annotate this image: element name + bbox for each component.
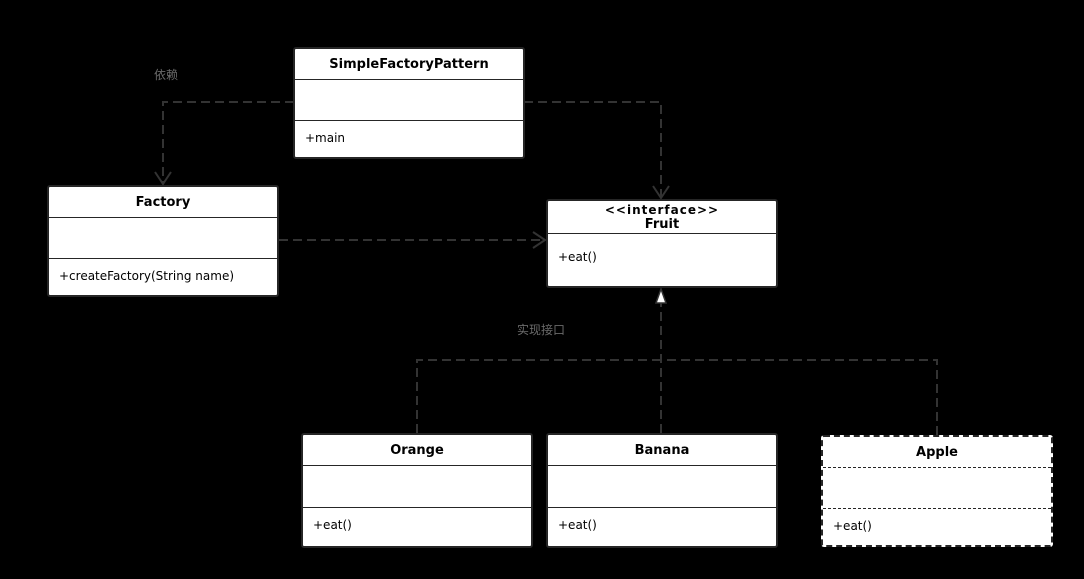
dependency-line-to-fruit <box>524 101 662 198</box>
interface-stereotype: <<interface>> <box>604 202 720 217</box>
class-simple-factory-pattern[interactable]: SimpleFactoryPattern +main <box>293 47 525 159</box>
dependency-label: 依赖 <box>154 68 179 82</box>
dependency-arrowhead-factory <box>154 171 172 186</box>
interface-name: Fruit <box>644 216 680 232</box>
class-attributes-section <box>295 80 523 121</box>
class-name: Orange <box>390 442 444 458</box>
class-operations-section: +eat() <box>823 509 1051 543</box>
class-operations-section: +eat() <box>303 508 531 542</box>
class-name: Factory <box>135 194 191 210</box>
dependency-arrowhead-factory-fruit <box>532 231 547 249</box>
class-header: Factory <box>49 187 277 218</box>
class-operations-section: +eat() <box>548 508 776 542</box>
class-operation: +createFactory(String name) <box>59 269 235 283</box>
class-operation: +eat() <box>558 518 597 532</box>
class-header: Orange <box>303 435 531 466</box>
interface-operations-section: +eat() <box>548 234 776 274</box>
class-operations-section: +main <box>295 121 523 155</box>
class-apple[interactable]: Apple +eat() <box>821 435 1053 547</box>
class-factory[interactable]: Factory +createFactory(String name) <box>47 185 279 297</box>
interface-fruit[interactable]: <<interface>> Fruit +eat() <box>546 199 778 288</box>
interface-operation: +eat() <box>558 250 597 264</box>
dependency-line-to-factory <box>162 101 294 184</box>
class-attributes-section <box>303 466 531 508</box>
class-header: Apple <box>823 437 1051 468</box>
class-attributes-section <box>823 468 1051 509</box>
realization-line-orange <box>416 359 661 433</box>
class-header: SimpleFactoryPattern <box>295 49 523 80</box>
class-operation: +main <box>305 131 346 145</box>
class-banana[interactable]: Banana +eat() <box>546 433 778 548</box>
class-header: Banana <box>548 435 776 466</box>
class-name: SimpleFactoryPattern <box>329 56 489 72</box>
implements-interface-label: 实现接口 <box>517 323 566 337</box>
class-name: Banana <box>634 442 690 458</box>
dependency-arrowhead-fruit <box>652 185 670 200</box>
class-attributes-section <box>49 218 277 259</box>
class-name: Apple <box>916 444 958 460</box>
realization-line-apple <box>661 359 938 435</box>
class-operation: +eat() <box>833 519 872 533</box>
class-operations-section: +createFactory(String name) <box>49 259 277 293</box>
class-orange[interactable]: Orange +eat() <box>301 433 533 548</box>
class-operation: +eat() <box>313 518 352 532</box>
interface-header: <<interface>> Fruit <box>548 201 776 234</box>
class-attributes-section <box>548 466 776 508</box>
realization-triangle-arrowhead <box>654 286 668 304</box>
